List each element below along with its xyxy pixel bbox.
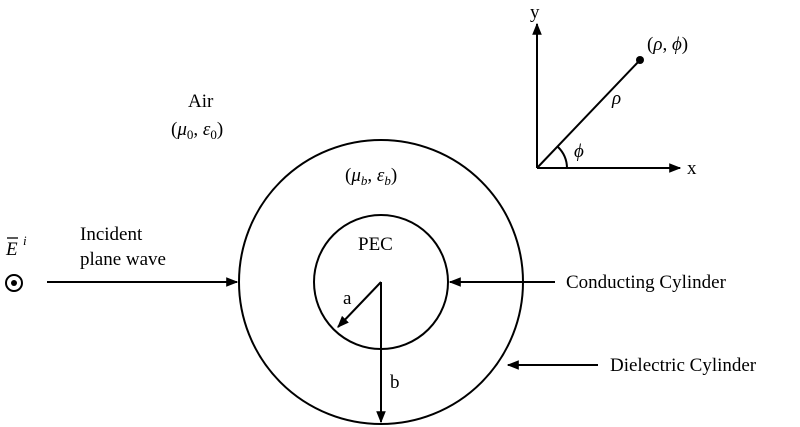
rho-label: ρ [611,88,621,109]
dielectric-params-label: (μb, εb) [345,165,397,188]
radius-a-arrow [337,281,382,328]
air-label: Air [188,91,214,112]
coordinate-system: y x (ρ, ϕ) ρ ϕ [530,2,697,179]
pec-label: PEC [358,234,393,255]
conducting-cylinder-label: Conducting Cylinder [566,272,727,293]
radius-b-label: b [390,372,400,393]
incident-field-symbol: E i [5,233,27,260]
y-axis-label: y [530,2,540,23]
air-params-label: (μ0, ε0) [171,119,223,142]
out-of-page-icon [5,274,23,292]
incident-label-line2: plane wave [80,249,166,270]
point-label: (ρ, ϕ) [647,34,688,55]
incident-label-line1: Incident [80,224,143,245]
radius-a-label: a [343,288,352,309]
x-axis-label: x [687,158,697,179]
phi-arc [557,146,568,169]
phi-label: ϕ [574,141,584,162]
dielectric-cylinder-label: Dielectric Cylinder [610,355,757,376]
svg-text:E: E [5,239,18,260]
svg-text:i: i [23,233,27,248]
point-marker [636,56,644,64]
rho-line [536,59,641,169]
